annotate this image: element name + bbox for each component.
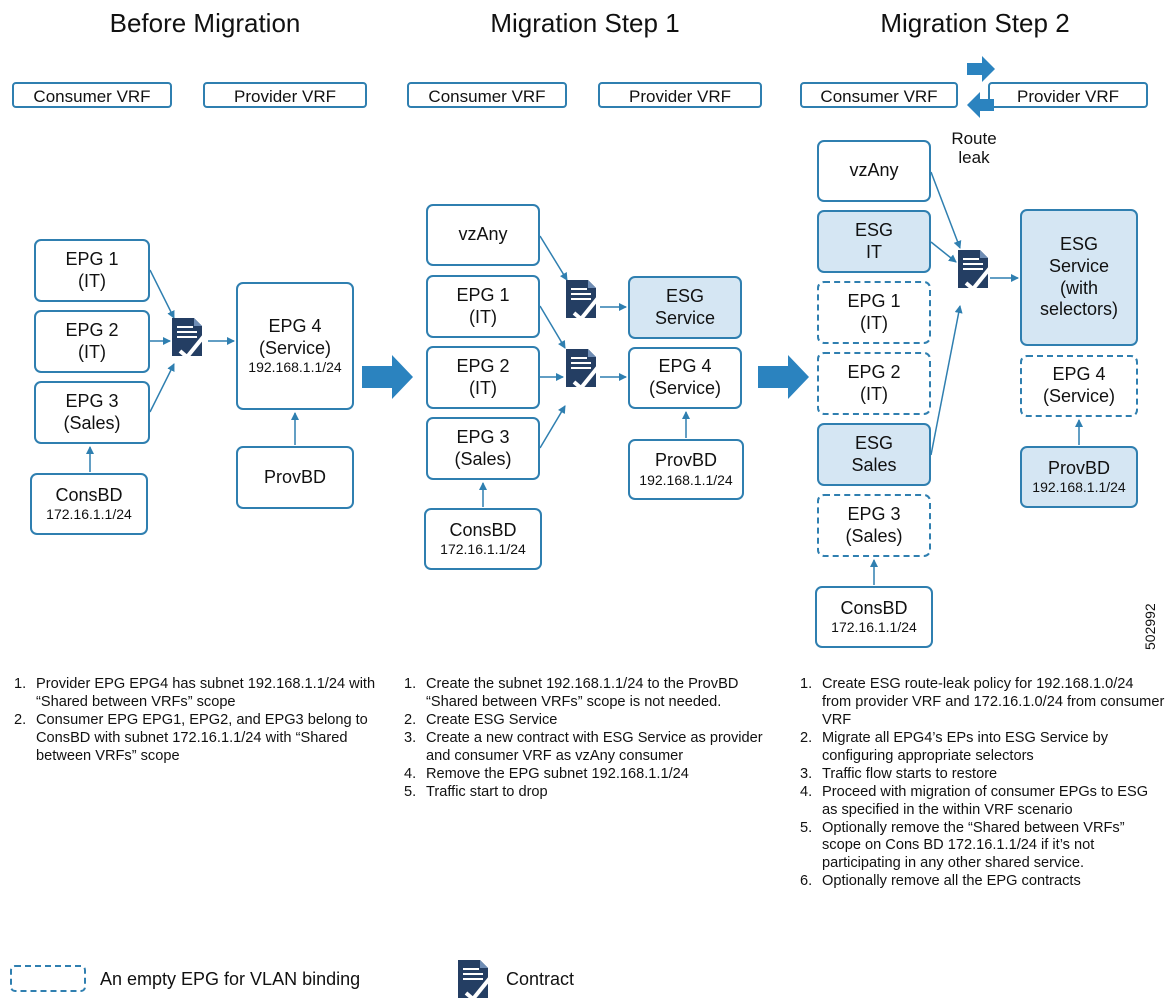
step1-vzany-to-contract-arrow <box>539 235 568 281</box>
step1-epg2-box: EPG 2(IT) <box>426 346 540 409</box>
note-item: 6.Optionally remove all the EPG contract… <box>800 873 1081 890</box>
before-epg1-box: EPG 1(IT) <box>34 239 150 302</box>
step2-esg-sales-to-contract-arrow <box>930 305 963 456</box>
note-item: 4.Remove the EPG subnet 192.168.1.1/24 <box>404 765 689 782</box>
step1-provider-vrf: Provider VRF <box>598 82 762 108</box>
legend-contract-icon <box>456 958 492 1001</box>
before-consumer-vrf: Consumer VRF <box>12 82 172 108</box>
title-before-migration: Before Migration <box>109 8 301 38</box>
step1-epg1-box: EPG 1(IT) <box>426 275 540 338</box>
note-item: 2.Migrate all EPG4’s EPs into ESG Servic… <box>800 729 1109 764</box>
note-item: 1.Create ESG route-leak policy for 192.1… <box>800 676 1165 728</box>
before-epg4-box: EPG 4(Service)192.168.1.1/24 <box>236 282 354 410</box>
before-epg1-to-contract-arrow <box>149 269 175 319</box>
step2-provider-vrf: Provider VRF <box>988 82 1148 108</box>
step2-epg2-box: EPG 2(IT) <box>817 352 931 415</box>
step2-epg3-box: EPG 3(Sales) <box>817 494 931 557</box>
legend-dashed-box <box>10 965 86 992</box>
before-notes: 1.Provider EPG EPG4 has subnet 192.168.1… <box>14 676 384 766</box>
before-epg3-to-contract-arrow <box>149 363 175 413</box>
legend-contract-label: Contract <box>506 969 575 989</box>
note-item: 4.Proceed with migration of consumer EPG… <box>800 783 1149 818</box>
note-item: 3.Traffic flow starts to restore <box>800 765 998 782</box>
step1-notes: 1.Create the subnet 192.168.1.1/24 to th… <box>404 676 780 802</box>
migration-arrow-2 <box>758 355 809 399</box>
before-epg2-box: EPG 2(IT) <box>34 310 150 373</box>
migration-arrow-1 <box>362 355 413 399</box>
step2-vzany-to-contract-arrow <box>930 171 962 249</box>
step1-vzany-box: vzAny <box>426 204 540 266</box>
step2-consumer-vrf: Consumer VRF <box>800 82 958 108</box>
step1-epg1-to-contract-arrow <box>539 305 566 349</box>
step1-vzany-contract-icon <box>564 278 600 321</box>
note-item: 1.Create the subnet 192.168.1.1/24 to th… <box>404 676 739 710</box>
step2-contract-icon <box>956 248 992 291</box>
before-contract-icon <box>170 316 206 359</box>
step1-consumer-vrf: Consumer VRF <box>407 82 567 108</box>
step2-epg4-box: EPG 4(Service) <box>1020 355 1138 417</box>
note-item: 1.Provider EPG EPG4 has subnet 192.168.1… <box>14 676 376 710</box>
figure-id: 502992 <box>1142 603 1158 650</box>
route-leak-label: Route leak <box>951 129 997 167</box>
step1-epg-contract-icon <box>564 347 600 390</box>
step2-notes: 1.Create ESG route-leak policy for 192.1… <box>800 676 1166 891</box>
note-item: 3.Create a new contract with ESG Service… <box>404 729 763 764</box>
before-provbd-box: ProvBD <box>236 446 354 509</box>
route-leak-left-arrow <box>967 92 994 118</box>
title-migration-step-1: Migration Step 1 <box>490 8 680 38</box>
before-provider-vrf: Provider VRF <box>203 82 367 108</box>
step2-vzany-box: vzAny <box>817 140 931 202</box>
before-epg3-box: EPG 3(Sales) <box>34 381 150 444</box>
step1-epg4-box: EPG 4(Service) <box>628 347 742 409</box>
step1-epg3-box: EPG 3(Sales) <box>426 417 540 480</box>
step1-epg3-to-contract-arrow <box>539 405 566 449</box>
route-leak-right-arrow <box>967 56 995 82</box>
title-migration-step-2: Migration Step 2 <box>880 8 1070 38</box>
step2-epg1-box: EPG 1(IT) <box>817 281 931 344</box>
step2-esg-it-to-contract-arrow <box>930 241 957 263</box>
note-item: 5.Traffic start to drop <box>404 783 548 800</box>
legend-empty-epg-label: An empty EPG for VLAN binding <box>100 969 361 989</box>
note-item: 5.Optionally remove the “Shared between … <box>800 819 1125 872</box>
note-item: 2.Consumer EPG EPG1, EPG2, and EPG3 belo… <box>14 711 368 764</box>
note-item: 2.Create ESG Service <box>404 711 558 728</box>
